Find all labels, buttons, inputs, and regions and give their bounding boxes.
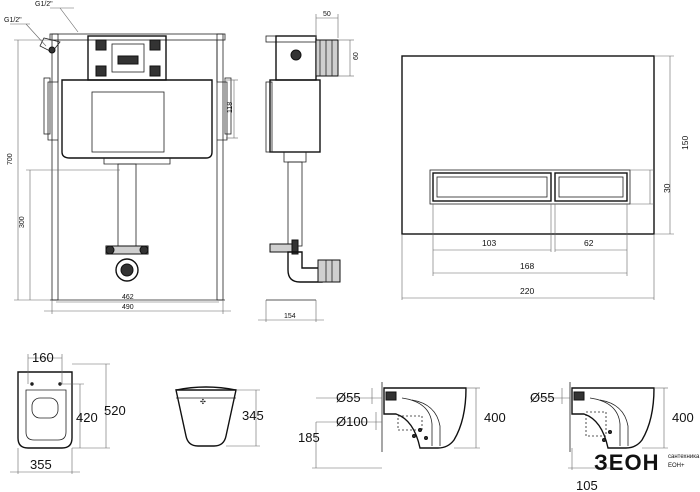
dim-185: 185 (298, 430, 320, 445)
bowl-top-rim (25, 389, 67, 441)
bowl-section-2-outline (571, 387, 655, 449)
bowl-front-outline (175, 389, 237, 447)
bowl-section-1-outline (383, 387, 467, 449)
valve-window (111, 43, 145, 73)
side-outlet (317, 259, 341, 283)
dim-490: 490 (122, 304, 134, 311)
dim-105: 105 (576, 478, 598, 492)
cistern-body (61, 79, 213, 159)
inlet-nut (48, 46, 56, 54)
bracket-bolt-right (139, 245, 149, 255)
valve-corner-bl (95, 65, 107, 77)
bowl-section-1: Ø55 Ø100 185 400 (298, 382, 506, 469)
bowl-top-outline (17, 371, 73, 449)
dim-520: 520 (104, 403, 126, 418)
brand-sub-2: ЕОН+ (668, 463, 685, 469)
outlet-ring (115, 258, 139, 282)
brand-logo: ЗЕОН сантехника ЕОН+ (594, 450, 700, 475)
dim-g1-top: G1/2" (35, 1, 53, 8)
side-cistern-body (269, 79, 321, 153)
dim-62: 62 (584, 238, 594, 248)
dim-160: 160 (32, 350, 54, 365)
dim-400-2: 400 (672, 410, 694, 425)
brand-sub-1: сантехника (668, 454, 700, 460)
bowl-front-view: ✣ 345 (175, 386, 264, 447)
flush-buttons-frame (429, 169, 631, 205)
outlet-core (120, 263, 134, 277)
dim-leader-g1-top (59, 7, 79, 33)
cistern-valve-block (87, 35, 167, 81)
dim-462: 462 (122, 294, 134, 301)
dim-leader-g1-side (25, 23, 47, 47)
trap-2 (589, 397, 621, 446)
frame-left-bracket (47, 40, 59, 141)
dim-g1-side: G1/2" (4, 17, 22, 24)
side-frame-post (265, 81, 273, 153)
flush-button-large (432, 172, 552, 202)
bowl-top-view: 160 420 520 355 (10, 350, 126, 474)
frame-right-bracket (216, 40, 228, 141)
bowl-top-opening (31, 397, 59, 419)
side-valve-connector (315, 39, 339, 77)
dim-168: 168 (520, 261, 534, 271)
drain-pipe (117, 163, 137, 249)
dim-d100: Ø100 (336, 414, 368, 429)
bowl-front-marker: ✣ (200, 398, 206, 406)
flush-plate: 150 30 103 62 168 220 (401, 55, 690, 300)
dim-30: 30 (662, 183, 672, 193)
dim-420: 420 (76, 410, 98, 425)
dim-154: 154 (284, 313, 296, 320)
flush-button-small (554, 172, 628, 202)
dim-50: 50 (323, 11, 331, 18)
bracket-bolt-left (105, 245, 115, 255)
dim-118: 118 (227, 102, 234, 113)
dim-d55: Ø55 (336, 390, 361, 405)
dim-d55-2: Ø55 (530, 390, 555, 405)
frame-left-lug (43, 77, 51, 135)
dim-345: 345 (242, 408, 264, 423)
brand-name: ЗЕОН (594, 450, 659, 475)
dim-700: 700 (7, 153, 14, 165)
frame-left-post (51, 33, 59, 301)
valve-lever (117, 55, 139, 65)
frame-top-rail (49, 33, 226, 41)
frame-side-view: 50 60 154 (258, 11, 360, 322)
dim-150: 150 (680, 136, 690, 150)
trap-1 (401, 397, 433, 446)
valve-corner-tr (149, 39, 161, 51)
dim-220: 220 (520, 286, 534, 296)
dim-355: 355 (30, 457, 52, 472)
frame-right-post (216, 33, 224, 301)
valve-corner-tl (95, 39, 107, 51)
side-drain-pipe (287, 161, 303, 247)
side-top-rail (265, 35, 317, 43)
side-neck (283, 152, 307, 163)
side-valve-nut (290, 49, 302, 61)
valve-corner-br (149, 65, 161, 77)
bowl-section-2: Ø55 400 105 (530, 382, 694, 492)
cistern-neck (103, 158, 171, 165)
frame-right-lug (224, 77, 232, 135)
side-elbow (287, 251, 323, 283)
dim-60: 60 (353, 52, 360, 60)
dim-400-1: 400 (484, 410, 506, 425)
flush-plate-outline (401, 55, 655, 235)
dim-103: 103 (482, 238, 496, 248)
dim-300: 300 (19, 216, 26, 228)
cistern-inner-panel (91, 91, 165, 153)
frame-front-view: G1/2" G1/2" 700 300 118 462 490 (4, 1, 238, 314)
